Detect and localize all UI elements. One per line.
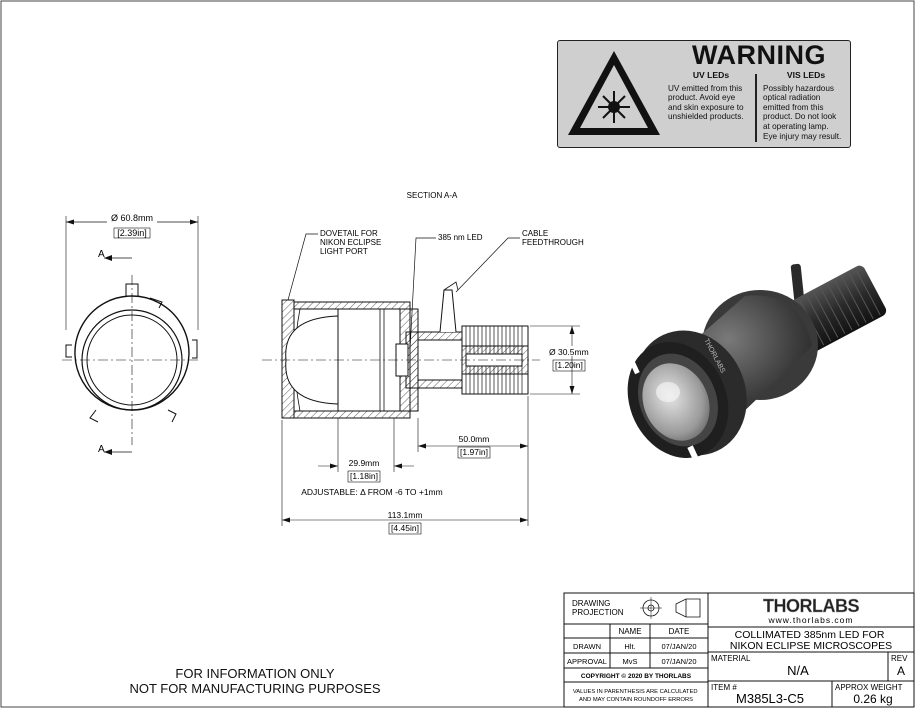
- section-marker-bottom: A: [98, 444, 105, 455]
- part-description: COLLIMATED 385nm LED FOR NIKON ECLIPSE M…: [730, 629, 892, 652]
- copyright: COPYRIGHT © 2020 BY THORLABS: [581, 672, 692, 680]
- approval-name: MvS: [623, 657, 638, 666]
- drawn-date: 07/JAN/20: [661, 642, 696, 651]
- front-view: [62, 216, 200, 455]
- product-render: [627, 263, 887, 461]
- dim-29-9-in: [1.18in]: [350, 471, 378, 481]
- title-block: [563, 592, 915, 708]
- material-label: MATERIAL: [711, 654, 751, 663]
- col-name: NAME: [618, 627, 641, 636]
- rev-value: A: [897, 664, 905, 678]
- warning-uv: UV LEDs UV emitted from this product. Av…: [668, 70, 744, 122]
- weight-value: 0.26 kg: [853, 692, 892, 706]
- dim-50-in: [1.97in]: [460, 447, 488, 457]
- col-date: DATE: [669, 627, 690, 636]
- warning-divider: [755, 74, 757, 142]
- weight-label: APPROX WEIGHT: [835, 683, 903, 692]
- dim-50-mm: 50.0mm: [459, 434, 490, 444]
- item-label: ITEM #: [711, 683, 737, 692]
- notice-line-1: FOR INFORMATION ONLY: [175, 666, 335, 681]
- rev-label: REV: [891, 654, 908, 663]
- information-notice: FOR INFORMATION ONLY NOT FOR MANUFACTURI…: [120, 666, 390, 696]
- adjustable-note: ADJUSTABLE: Δ FROM -6 TO +1mm: [301, 487, 442, 497]
- notice-line-2: NOT FOR MANUFACTURING PURPOSES: [129, 681, 381, 696]
- callout-cable: CABLE FEEDTHROUGH: [522, 229, 584, 247]
- callout-dovetail: DOVETAIL FOR NIKON ECLIPSE LIGHT PORT: [320, 229, 384, 256]
- approval-date: 07/JAN/20: [661, 657, 696, 666]
- dim-29-9-mm: 29.9mm: [349, 458, 380, 468]
- dim-113-in: [4.45in]: [391, 523, 419, 533]
- thorlabs-logo: THORLABS: [763, 596, 859, 616]
- dim-30-5-in: [1.20in]: [555, 360, 583, 370]
- values-note: VALUES IN PARENTHESIS ARE CALCULATED AND…: [573, 689, 699, 703]
- front-diameter-mm: Ø 60.8mm: [111, 213, 153, 223]
- row-drawn: DRAWN: [573, 642, 601, 651]
- laser-hazard-icon: [568, 51, 660, 135]
- website: www.thorlabs.com: [768, 615, 854, 625]
- warning-vis: VIS LEDs Possibly hazardous optical radi…: [763, 70, 842, 141]
- section-dimensions: [281, 325, 580, 526]
- dim-113-mm: 113.1mm: [388, 510, 423, 520]
- warning-label: WARNING UV LEDs UV emitted from this pro…: [557, 40, 851, 148]
- material-value: N/A: [787, 663, 809, 678]
- drawn-name: Hlt.: [624, 642, 635, 651]
- section-callout-lines: [287, 233, 520, 351]
- section-title: SECTION A-A: [407, 191, 458, 200]
- callout-led: 385 nm LED: [438, 233, 483, 242]
- front-diameter-in: [2.39in]: [117, 228, 147, 238]
- section-view: [262, 281, 540, 419]
- projection-label: DRAWING PROJECTION: [572, 599, 624, 617]
- row-approval: APPROVAL: [567, 657, 607, 666]
- section-marker-top: A: [98, 249, 105, 260]
- item-value: M385L3-C5: [736, 691, 804, 706]
- dim-30-5-mm: Ø 30.5mm: [549, 347, 589, 357]
- warning-title: WARNING: [692, 40, 826, 70]
